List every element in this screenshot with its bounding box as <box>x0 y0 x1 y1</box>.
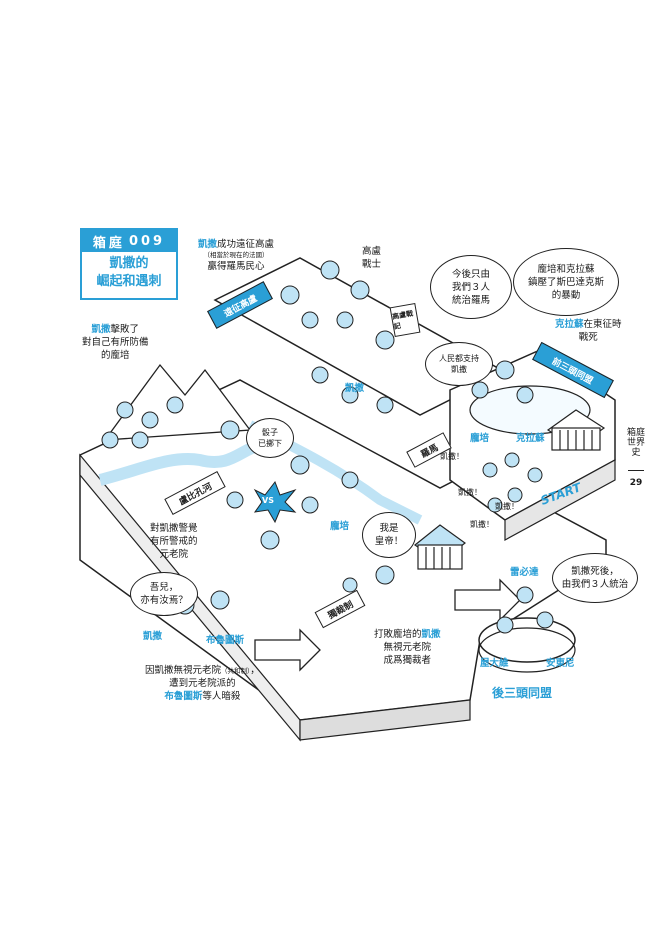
label-caesar-2: 凱撒 <box>143 631 163 642</box>
bubble-people-support: 人民都支持凱撒 <box>425 342 493 386</box>
vs-label: VS <box>262 496 274 505</box>
bubble-rule3-2: 我們３人 <box>451 281 490 293</box>
bubble-dice-cast: 骰子已擲下 <box>246 418 294 458</box>
caption-gaul-line2: 贏得羅馬民心 <box>207 261 265 272</box>
caption-dictator-line2: 無視元老院 <box>383 642 432 653</box>
caption-pompey-line3: 的龐培 <box>101 350 130 361</box>
label-caesar-1: 凱撒 <box>345 383 365 394</box>
caption-assassin-line2: 遭到元老院派的 <box>169 678 236 689</box>
caption-senate-wary: 對凱撒警覺 有所警戒的 元老院 <box>150 522 198 561</box>
bubble-rule-three: 今後只由我們３人統治羅馬 <box>430 255 512 319</box>
side-divider <box>628 470 644 471</box>
caption-crassus-line1: 在東征時 <box>583 319 622 330</box>
caption-pompey-caesar: 凱撒 <box>91 324 111 335</box>
page-number: 29 <box>629 478 643 488</box>
caption-dictator-line3: 成爲獨裁者 <box>383 655 432 666</box>
crowd-shout-4: 凱撒！ <box>495 502 519 511</box>
bubble-spartacus: 龐培和克拉蘇鎮壓了斯巴達克斯的暴動 <box>513 248 619 316</box>
bubble-rule3-1: 今後只由 <box>451 268 490 280</box>
bubble-after-caesar: 凱撒死後， 由我們３人統治 <box>552 553 638 603</box>
chapter-title-line2: 崛起和遇刺 <box>96 274 162 289</box>
bubble-dice-1: 骰子 <box>262 428 278 437</box>
chapter-title: 凱撒的 崛起和遇刺 <box>82 255 176 291</box>
chapter-number: 009 <box>128 233 166 249</box>
bubble-emperor-2: 皇帝！ <box>374 536 404 547</box>
caption-pompey-line2: 對自己有所防備 <box>82 337 149 348</box>
bubble-after-1: 凱撒死後， <box>571 566 619 577</box>
caption-assassination: 因凱撒無視元老院（共和制）， 遭到元老院派的 布魯圖斯等人暗殺 <box>145 665 260 702</box>
label-antony: 安東尼 <box>546 658 575 669</box>
bubble-brutus-1: 吾兒， <box>149 582 179 593</box>
bubble-support-1: 人民都支持 <box>439 354 479 363</box>
bubble-spartacus-1: 龐培和克拉蘇 <box>537 263 595 275</box>
bubble-emperor: 我是皇帝！ <box>362 512 416 558</box>
label-brutus: 布魯圖斯 <box>206 635 245 646</box>
bubble-support-2: 凱撒 <box>451 365 467 374</box>
bubble-spartacus-2: 鎮壓了斯巴達克斯 <box>527 276 604 288</box>
caption-dictator-pre: 打敗龐培的 <box>374 629 422 640</box>
caption-gaul-warrior: 高盧 戰士 <box>362 245 381 271</box>
caption-gaul-warrior-2: 戰士 <box>362 259 382 270</box>
chapter-tag-header: 箱庭 009 <box>82 230 176 252</box>
label-second-triumvirate: 後三頭同盟 <box>492 686 553 700</box>
bubble-emperor-1: 我是 <box>379 523 399 534</box>
caption-crassus-death: 克拉蘇在東征時 戰死 <box>555 318 622 344</box>
crowd-shout-3: 凱撒！ <box>470 520 494 529</box>
caption-dictator: 打敗龐培的凱撒 無視元老院 成爲獨裁者 <box>374 628 441 667</box>
caption-assassin-note: （共和制） <box>221 667 251 675</box>
bubble-dice-2: 已擲下 <box>258 439 282 448</box>
bubble-brutus: 吾兒， 亦有汝焉？ <box>130 572 198 616</box>
caption-crassus-line2: 戰死 <box>578 332 598 343</box>
caption-assassin-line3: 等人暗殺 <box>202 691 241 702</box>
book-title-side: 箱庭世界史 <box>626 428 645 458</box>
crowd-shout-1: 凱撒！ <box>440 452 464 461</box>
bubble-rule3-3: 統治羅馬 <box>451 294 490 306</box>
caption-gaul-note: （相當於現在的法國） <box>203 251 269 259</box>
caption-crassus-name: 克拉蘇 <box>555 319 584 330</box>
caption-senate-line1: 對凱撒警覺 <box>150 523 198 534</box>
caption-assassin-brutus: 布魯圖斯 <box>164 691 203 702</box>
caption-pompey-line1: 擊敗了 <box>110 324 140 335</box>
bubble-after-2: 由我們３人統治 <box>561 579 629 590</box>
caption-pompey-defeat: 凱撒擊敗了 對自己有所防備 的龐培 <box>82 323 149 362</box>
caption-gaul-rest: 成功遠征高盧 <box>217 239 275 250</box>
caption-gaul-name: 凱撒 <box>198 239 218 250</box>
sign-gallic-war: 高盧戰記 <box>389 302 421 338</box>
caption-assassin-line1: 因凱撒無視元老院 <box>145 665 222 676</box>
caption-gaul-warrior-1: 高盧 <box>362 246 382 257</box>
chapter-tag: 箱庭 009 凱撒的 崛起和遇刺 <box>80 228 178 300</box>
bubble-brutus-2: 亦有汝焉？ <box>140 595 188 606</box>
caption-dictator-caesar: 凱撒 <box>421 629 441 640</box>
label-crassus: 克拉蘇 <box>516 433 545 444</box>
label-lepidus: 雷必達 <box>510 567 539 578</box>
chapter-title-line1: 凱撒的 <box>109 256 149 271</box>
label-octavian: 屋大維 <box>480 658 509 669</box>
caption-senate-line3: 元老院 <box>159 549 189 560</box>
caption-gaul-conquest: 凱撒成功遠征高盧 （相當於現在的法國） 贏得羅馬民心 <box>198 238 274 273</box>
label-pompey-2: 龐培 <box>330 521 350 532</box>
label-pompey: 龐培 <box>470 433 490 444</box>
bubble-spartacus-3: 的暴動 <box>551 289 581 301</box>
crowd-shout-2: 凱撒！ <box>458 488 482 497</box>
caption-senate-line2: 有所警戒的 <box>150 536 198 547</box>
chapter-prefix: 箱庭 <box>92 235 125 251</box>
